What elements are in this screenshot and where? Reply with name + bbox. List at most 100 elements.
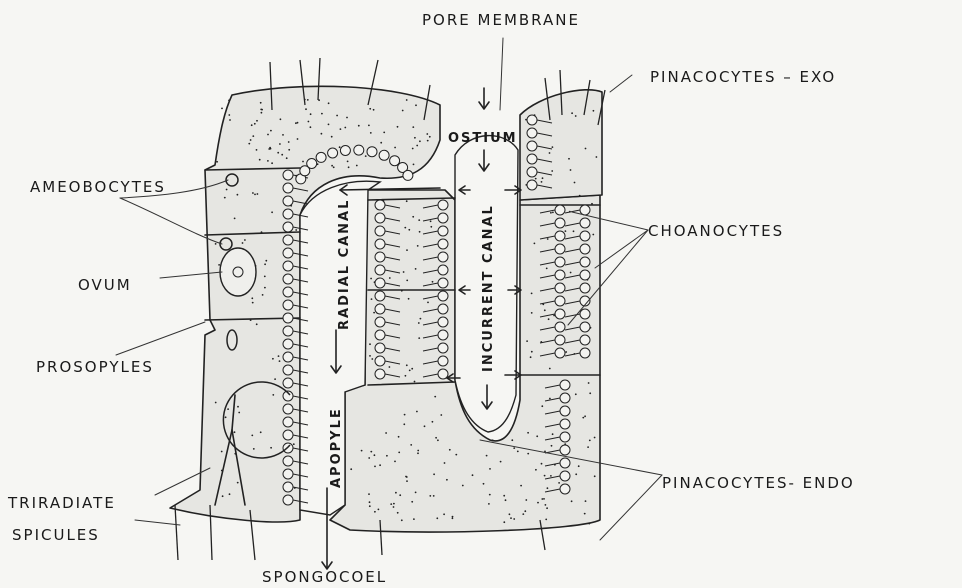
stipple-dot: [418, 219, 420, 221]
stipple-dot: [368, 125, 370, 127]
stipple-dot: [328, 124, 330, 126]
stipple-dot: [238, 412, 240, 414]
choanocyte: [283, 287, 293, 297]
choanocyte: [580, 309, 590, 319]
stipple-dot: [413, 518, 415, 520]
stipple-dot: [251, 435, 253, 437]
choanocyte: [283, 469, 293, 479]
stipple-dot: [414, 137, 416, 139]
stipple-dot: [549, 152, 551, 154]
stipple-dot: [511, 439, 513, 441]
stipple-dot: [535, 178, 537, 180]
stipple-dot: [257, 193, 259, 195]
stipple-dot: [379, 464, 381, 466]
stipple-dot: [570, 272, 572, 274]
stipple-dot: [398, 436, 400, 438]
stipple-dot: [225, 416, 227, 418]
stipple-dot: [409, 370, 411, 372]
stipple-dot: [404, 227, 406, 229]
stipple-dot: [282, 134, 284, 136]
stipple-dot: [418, 322, 420, 324]
stipple-dot: [310, 126, 312, 128]
stipple-dot: [588, 382, 590, 384]
stipple-dot: [408, 229, 410, 231]
stipple-dot: [256, 149, 258, 151]
stipple-dot: [411, 501, 413, 503]
choanocyte: [560, 406, 570, 416]
stipple-dot: [417, 245, 419, 247]
stipple-dot: [416, 411, 418, 413]
choanocyte: [283, 365, 293, 375]
stipple-dot: [594, 475, 596, 477]
stipple-dot: [215, 402, 217, 404]
stipple-dot: [373, 312, 375, 314]
choanocyte: [379, 150, 389, 160]
stipple-dot: [591, 203, 593, 205]
stipple-dot: [260, 102, 262, 104]
choanocyte: [375, 252, 385, 262]
stipple-dot: [551, 445, 553, 447]
stipple-dot: [534, 243, 536, 245]
stipple-dot: [432, 281, 434, 283]
choanocyte: [438, 265, 448, 275]
choanocyte: [283, 261, 293, 271]
stipple-dot: [417, 450, 419, 452]
stipple-dot: [575, 473, 577, 475]
choanocyte: [580, 335, 590, 345]
stipple-dot: [420, 318, 422, 320]
stipple-dot: [228, 114, 230, 116]
choanocyte: [283, 456, 293, 466]
stipple-dot: [526, 340, 528, 342]
stipple-dot: [297, 122, 299, 124]
stipple-dot: [410, 444, 412, 446]
choanocyte: [555, 283, 565, 293]
stipple-dot: [277, 152, 279, 154]
stipple-dot: [543, 498, 545, 500]
choanocyte: [527, 154, 537, 164]
stipple-dot: [368, 493, 370, 495]
choanocyte: [375, 369, 385, 379]
stipple-dot: [227, 408, 229, 410]
stipple-dot: [416, 145, 418, 147]
stipple-dot: [433, 473, 435, 475]
stipple-dot: [449, 449, 451, 451]
stipple-dot: [264, 263, 266, 265]
stipple-dot: [369, 108, 371, 110]
stipple-dot: [535, 469, 537, 471]
stipple-dot: [552, 433, 554, 435]
stipple-dot: [385, 432, 387, 434]
stipple-dot: [587, 446, 589, 448]
stipple-dot: [552, 146, 554, 148]
choanocyte: [438, 213, 448, 223]
stipple-dot: [261, 112, 263, 114]
stipple-dot: [550, 212, 552, 214]
stipple-dot: [429, 136, 431, 138]
stipple-dot: [218, 264, 220, 266]
choanocyte: [527, 128, 537, 138]
stipple-dot: [224, 197, 226, 199]
choanocyte: [580, 257, 590, 267]
stipple-dot: [394, 147, 396, 149]
choanocyte: [438, 226, 448, 236]
stipple-dot: [472, 474, 474, 476]
stipple-dot: [393, 503, 395, 505]
stipple-dot: [547, 238, 549, 240]
stipple-dot: [228, 100, 230, 102]
stipple-dot: [405, 375, 407, 377]
stipple-dot: [295, 122, 297, 124]
choanocyte: [375, 278, 385, 288]
stipple-dot: [281, 154, 283, 156]
choanocyte: [283, 495, 293, 505]
stipple-dot: [406, 480, 408, 482]
stipple-dot: [346, 117, 348, 119]
stipple-dot: [397, 512, 399, 514]
stipple-dot: [328, 102, 330, 104]
stipple-dot: [264, 287, 266, 289]
stipple-dot: [489, 468, 491, 470]
stipple-dot: [596, 156, 598, 158]
stipple-dot: [295, 229, 297, 231]
stipple-dot: [252, 135, 254, 137]
choanocyte: [580, 348, 590, 358]
stipple-dot: [584, 513, 586, 515]
choanocyte: [367, 147, 377, 157]
